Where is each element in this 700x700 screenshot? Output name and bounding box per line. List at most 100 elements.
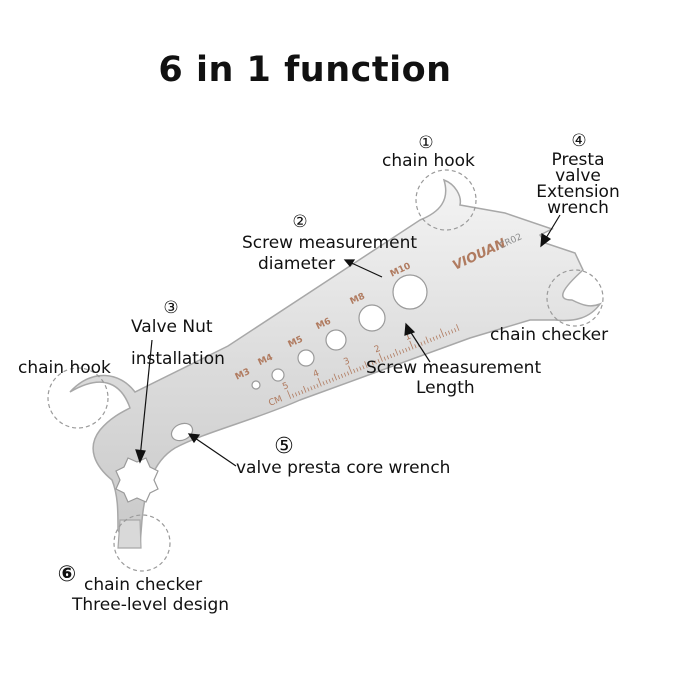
ruler-tick bbox=[402, 349, 405, 354]
ruler-tick bbox=[340, 373, 344, 378]
ruler-tick bbox=[307, 387, 310, 392]
ruler-tick bbox=[343, 372, 347, 377]
label-valve-nut-line1: Valve Nut bbox=[131, 317, 213, 337]
ruler-tick bbox=[414, 344, 417, 349]
hole-m8 bbox=[358, 304, 386, 332]
ruler-tick bbox=[451, 329, 454, 334]
ruler-tick bbox=[337, 375, 341, 380]
arrowhead-core-wrench bbox=[187, 433, 201, 444]
ruler-unit-label: CM bbox=[267, 394, 284, 409]
ruler-tick bbox=[371, 361, 374, 366]
arrowhead-screw-length bbox=[404, 322, 416, 336]
chain-checker-tooth bbox=[117, 519, 142, 549]
highlight-chain-hook-left bbox=[47, 367, 109, 429]
hole-m6 bbox=[325, 329, 347, 351]
ruler-tick bbox=[346, 371, 350, 376]
ruler-number: 2 bbox=[373, 344, 382, 355]
ruler-tick bbox=[353, 368, 356, 373]
arrow-core-wrench bbox=[191, 435, 237, 467]
ruler-tick bbox=[301, 389, 304, 394]
callout-number-1: ① bbox=[418, 133, 434, 153]
ruler-tick bbox=[317, 377, 322, 387]
ruler-tick bbox=[294, 392, 298, 397]
ruler-tick bbox=[298, 391, 301, 396]
label-presta-line1: Presta bbox=[551, 150, 605, 170]
label-screw-diameter-line1: Screw measurement bbox=[241, 233, 418, 253]
hole-m4 bbox=[271, 368, 285, 382]
label-presta-line3: Extension bbox=[536, 182, 620, 202]
ruler-tick bbox=[438, 334, 442, 339]
ruler-tick bbox=[439, 328, 445, 338]
ruler-tick bbox=[322, 381, 325, 386]
label-chain-hook-top: chain hook bbox=[382, 151, 475, 171]
ruler-tick bbox=[392, 352, 396, 357]
ruler-tick bbox=[423, 340, 426, 345]
ruler-number: 1 bbox=[404, 332, 413, 343]
ruler-tick bbox=[291, 393, 295, 398]
label-chain-checker-bottom-line2: Three-level design bbox=[72, 595, 230, 615]
arrow-screw-length bbox=[407, 327, 431, 363]
label-chain-checker-right: chain checker bbox=[490, 325, 609, 345]
ruler-tick bbox=[286, 390, 292, 399]
ruler-tick bbox=[394, 348, 399, 356]
core-wrench-slot bbox=[170, 422, 194, 442]
ruler-tick bbox=[378, 353, 383, 362]
arrow-valve-nut bbox=[139, 339, 153, 459]
ruler-tick bbox=[420, 341, 423, 346]
ruler-tick bbox=[429, 338, 432, 343]
page-title: 6 in 1 function bbox=[158, 50, 452, 90]
ruler-tick bbox=[325, 380, 328, 385]
callout-number-3: ③ bbox=[163, 298, 179, 318]
label-chain-hook-left: chain hook bbox=[18, 358, 111, 378]
hole-m10 bbox=[392, 274, 428, 310]
highlight-chain-hook-top bbox=[415, 169, 477, 231]
callout-number-2: ② bbox=[292, 212, 308, 232]
ruler-tick bbox=[405, 347, 408, 352]
ruler-tick bbox=[359, 366, 362, 371]
valve-nut-cutout bbox=[115, 457, 159, 503]
ruler-tick bbox=[368, 362, 371, 367]
ruler-tick bbox=[435, 335, 438, 340]
ruler-tick bbox=[389, 354, 393, 359]
ruler-tick bbox=[386, 355, 390, 360]
label-screw-length-line1: Screw measurement bbox=[366, 358, 542, 378]
highlight-chain-checker-right bbox=[546, 269, 604, 327]
ruler-tick bbox=[313, 384, 316, 390]
ruler-number: 3 bbox=[342, 356, 351, 367]
ruler-tick bbox=[408, 346, 411, 351]
ruler: 5 4 3 2 1CM bbox=[267, 324, 460, 409]
ruler-tick bbox=[348, 365, 353, 375]
label-presta-line4: wrench bbox=[547, 198, 609, 218]
ruler-number: 5 bbox=[281, 381, 290, 392]
label-valve-nut-line2: installation bbox=[131, 349, 225, 369]
ruler-tick bbox=[409, 340, 414, 350]
hole-m3 bbox=[251, 380, 261, 390]
ruler-tick bbox=[328, 378, 331, 383]
ruler-tick bbox=[374, 360, 377, 365]
callout-number-4: ④ bbox=[571, 131, 587, 151]
ruler-tick bbox=[444, 331, 448, 336]
arrowhead-screw-diameter bbox=[343, 259, 356, 268]
ruler-tick bbox=[383, 356, 386, 361]
ruler-tick bbox=[447, 330, 451, 335]
ruler-tick bbox=[356, 367, 359, 372]
ruler-number: 4 bbox=[312, 369, 321, 381]
arrowhead-presta-wrench bbox=[540, 232, 552, 248]
ruler-tick bbox=[399, 350, 402, 355]
measurement-holes bbox=[251, 274, 428, 390]
label-presta-line2: valve bbox=[555, 166, 601, 186]
label-core-wrench: valve presta core wrench bbox=[236, 458, 451, 478]
ruler-tick bbox=[377, 359, 380, 364]
ruler-tick bbox=[432, 336, 435, 341]
tool-body bbox=[69, 178, 603, 546]
ruler-tick bbox=[362, 365, 365, 370]
arrowhead-valve-nut bbox=[135, 449, 146, 464]
ruler-tick bbox=[364, 361, 368, 368]
hole-m5 bbox=[297, 349, 315, 367]
ruler-tick bbox=[310, 386, 313, 391]
ruler-tick bbox=[425, 336, 429, 344]
label-screw-diameter-line2: diameter bbox=[258, 254, 336, 274]
label-chain-checker-bottom-line1: chain checker bbox=[84, 575, 203, 595]
ruler-tick bbox=[333, 373, 337, 381]
